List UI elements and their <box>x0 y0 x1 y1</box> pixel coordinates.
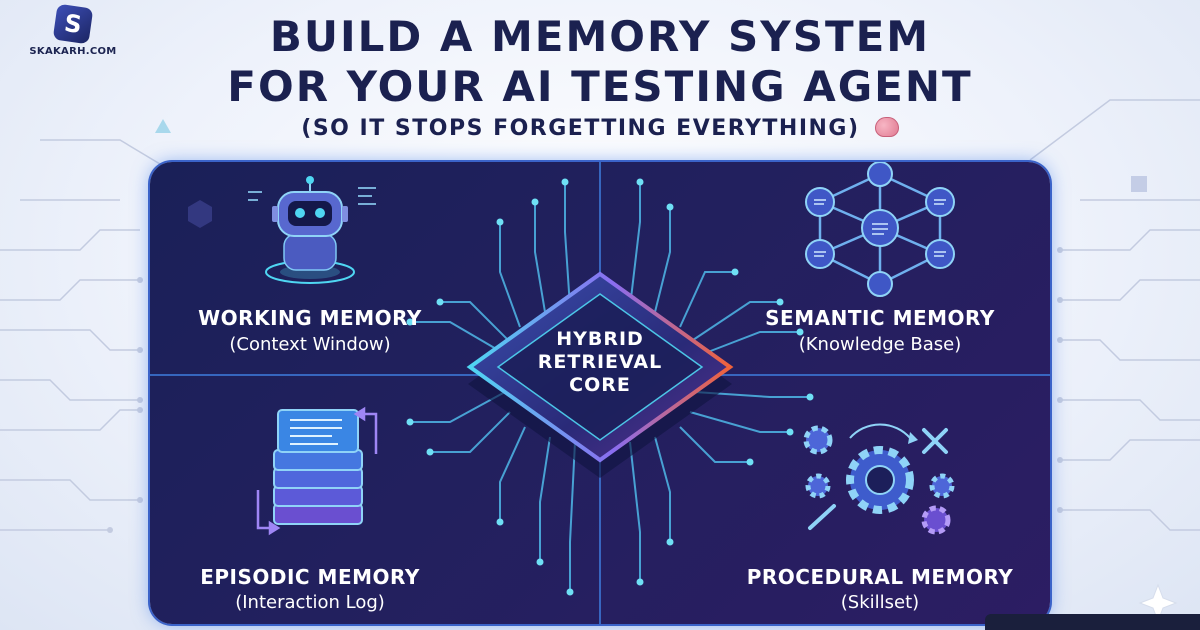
episodic-memory-subtitle: (Interaction Log) <box>235 592 385 613</box>
brand-logo[interactable]: S SKAKARH.COM <box>18 3 128 57</box>
episodic-memory-title: EPISODIC MEMORY <box>200 565 420 589</box>
gears-tools-icon <box>803 423 955 535</box>
procedural-memory-title: PROCEDURAL MEMORY <box>746 565 1014 589</box>
working-memory-subtitle: (Context Window) <box>229 334 391 355</box>
core-label-line3: CORE <box>569 374 631 396</box>
trace-nodes <box>406 178 814 596</box>
document-stack-icon <box>256 406 378 536</box>
page-title-line2: FOR YOUR AI TESTING AGENT <box>227 62 973 111</box>
brain-icon <box>874 117 899 137</box>
working-memory-title: WORKING MEMORY <box>198 306 422 330</box>
hexagon-decoration <box>188 200 212 228</box>
robot-icon <box>248 176 376 284</box>
subtitle-text: (SO IT STOPS FORGETTING EVERYTHING) <box>301 116 860 141</box>
watermark-bar <box>985 614 1200 630</box>
page-subtitle: (SO IT STOPS FORGETTING EVERYTHING) <box>0 116 1200 141</box>
core-label-line1: HYBRID <box>556 328 644 350</box>
procedural-memory-subtitle: (Skillset) <box>840 592 920 613</box>
square-decoration <box>1131 176 1147 192</box>
core-chip <box>466 271 734 478</box>
core-label-line2: RETRIEVAL <box>537 351 663 373</box>
semantic-memory-subtitle: (Knowledge Base) <box>798 334 962 355</box>
memory-panel: WORKING MEMORY (Context Window) SEMANTIC… <box>150 162 1050 624</box>
triangle-decoration <box>155 119 171 133</box>
page-title-line1: BUILD A MEMORY SYSTEM <box>269 12 931 61</box>
panel-artwork <box>150 162 1050 624</box>
site-name: SKAKARH.COM <box>29 46 117 57</box>
circuit-traces <box>410 182 810 592</box>
knowledge-graph-icon <box>805 162 955 297</box>
core-label: HYBRID RETRIEVAL CORE <box>490 328 710 397</box>
semantic-memory-title: SEMANTIC MEMORY <box>765 306 995 330</box>
